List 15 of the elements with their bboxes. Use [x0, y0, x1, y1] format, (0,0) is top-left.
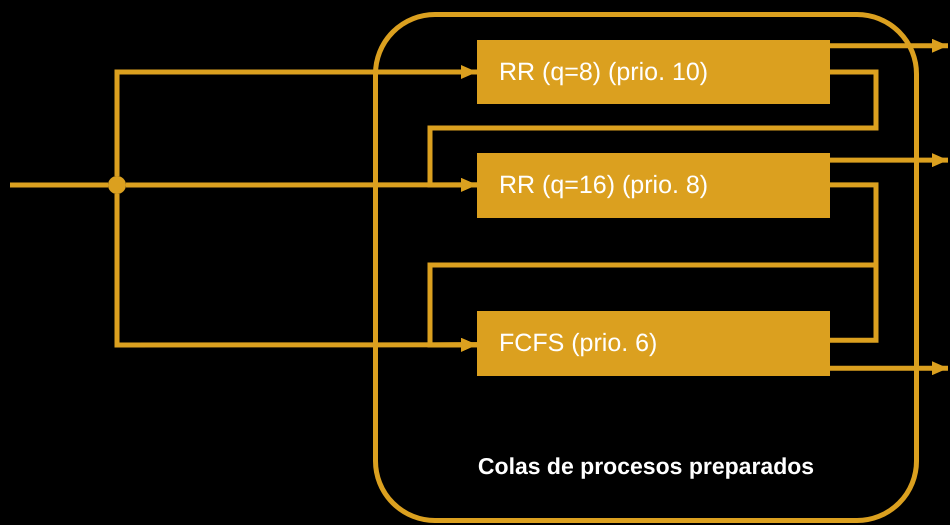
- queue-label: RR (q=16) (prio. 8): [499, 171, 708, 200]
- junction-dot: [108, 176, 126, 194]
- queue-label: FCFS (prio. 6): [499, 329, 658, 358]
- arrow: [830, 153, 948, 168]
- arrow: [428, 70, 878, 192]
- arrow: [114, 65, 477, 176]
- connector-line: [10, 182, 108, 188]
- queue-group-frame: [373, 12, 919, 523]
- queue-label: RR (q=8) (prio. 10): [499, 58, 708, 86]
- arrow: [830, 38, 948, 53]
- queue-box: [477, 311, 830, 376]
- queue-box: [477, 153, 830, 218]
- group-title: Colas de procesos preparados: [476, 453, 816, 480]
- queue-box: [477, 40, 830, 104]
- arrow: [830, 361, 948, 376]
